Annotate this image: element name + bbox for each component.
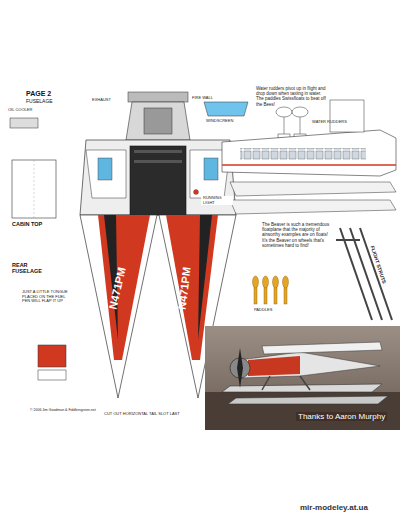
part-name: PADDLES bbox=[254, 308, 272, 313]
part-name: WATER RUDDERS bbox=[312, 120, 347, 125]
part-name: OIL COOLER bbox=[8, 108, 32, 113]
part-name: CABIN TOP bbox=[12, 221, 42, 227]
page-number: PAGE 2 bbox=[26, 90, 51, 98]
sheet-title: FUSELAGE bbox=[26, 99, 53, 105]
part-name: REAR FUSELAGE bbox=[12, 262, 52, 275]
part-name: WINDSCREEN bbox=[206, 119, 233, 124]
part-name: RUNNING LIGHT bbox=[201, 196, 233, 205]
credit: Thanks to Aaron Murphy bbox=[296, 412, 387, 421]
part-name: EXHAUST bbox=[92, 98, 111, 103]
copyright: © 2006 Jim Goodman & Fiddlersgreen.net bbox=[30, 408, 96, 412]
watermark: mir-modeley.at.ua bbox=[300, 503, 368, 512]
note: JUST A LITTLE TONGUE PLACED ON THE FUEL … bbox=[22, 290, 68, 304]
note: Water rudders pivot up in flight and dro… bbox=[256, 86, 326, 107]
note: CUT OUT HORIZONTAL TAIL SLOT LAST bbox=[104, 412, 194, 417]
note: The Beaver is such a tremendous floatpla… bbox=[262, 222, 330, 248]
part-name: FIRE WALL bbox=[192, 96, 213, 101]
